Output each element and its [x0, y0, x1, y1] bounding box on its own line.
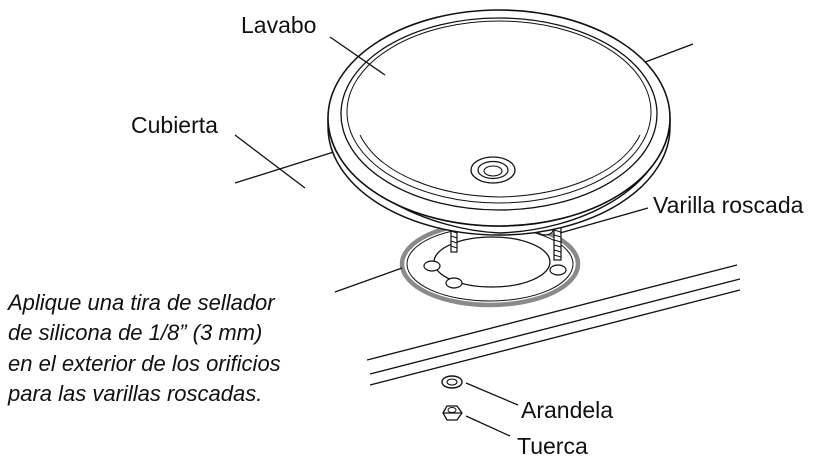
bolt-hole [549, 264, 567, 276]
countertop-top-lines [234, 43, 694, 184]
sealant-instruction-note: Aplique una tira de sellador de silicona… [6, 290, 281, 406]
leader-lavabo [329, 36, 386, 76]
leader-note [334, 267, 403, 293]
note-line-1: Aplique una tira de sellador [6, 290, 276, 315]
leader-cubierta [234, 134, 306, 189]
label-tuerca: Tuerca [517, 433, 588, 459]
countertop-edge [366, 264, 741, 386]
bolt-hole [423, 260, 441, 272]
label-lavabo: Lavabo [241, 12, 316, 38]
bolt-hole [445, 277, 463, 289]
note-line-2: de silicona de 1/8” (3 mm) [8, 320, 262, 345]
note-line-4: para las varillas roscadas. [7, 381, 262, 406]
label-arandela: Arandela [521, 397, 613, 423]
washer [441, 375, 463, 389]
nut [442, 405, 463, 421]
leader-arandela [465, 382, 519, 406]
note-line-3: en el exterior de los orificios [8, 351, 281, 376]
leader-lines [234, 36, 649, 437]
label-cubierta: Cubierta [131, 112, 218, 138]
label-varilla-roscada: Varilla roscada [653, 192, 804, 218]
vessel-sink [327, 9, 671, 236]
leader-tuerca [465, 415, 511, 437]
leader-varilla [559, 207, 649, 234]
